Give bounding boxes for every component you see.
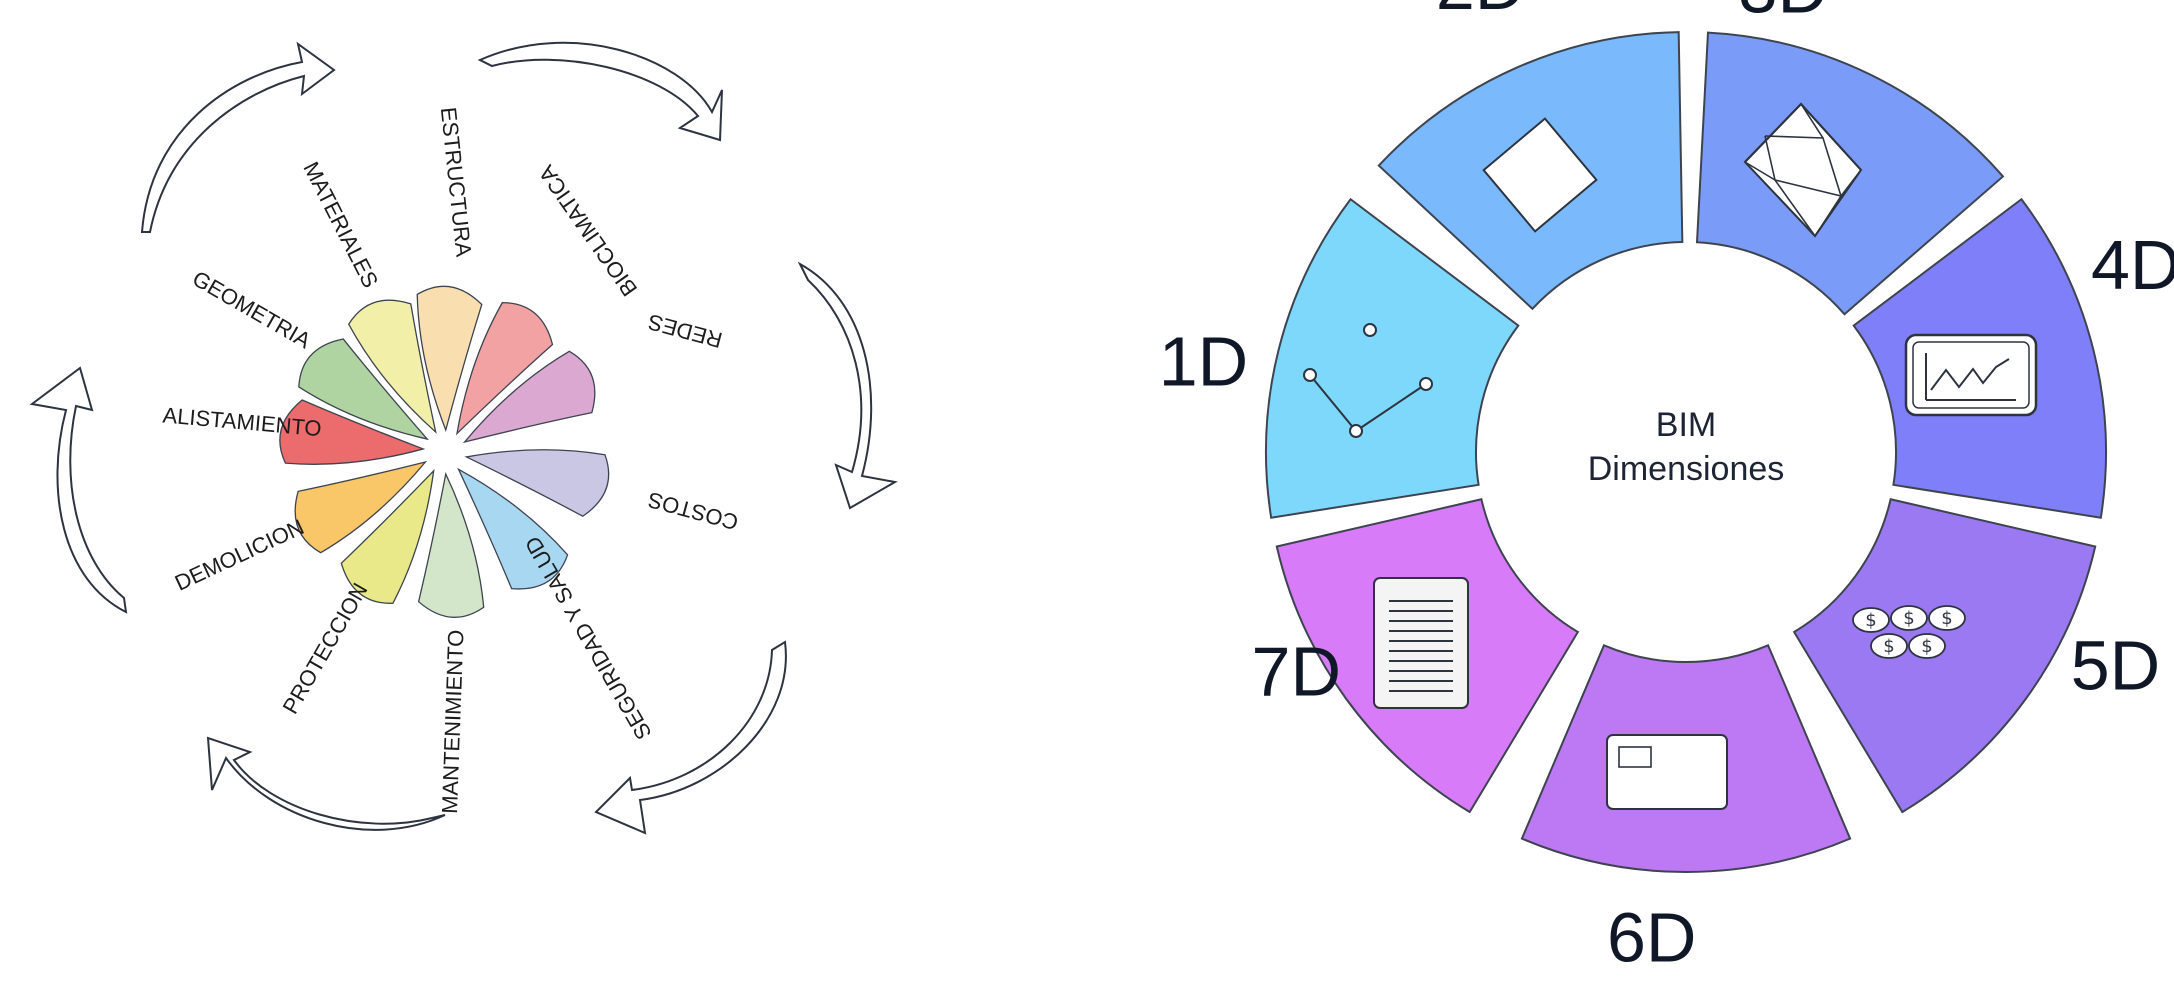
petal-proteccion	[340, 468, 435, 604]
dimension-label-5d: 5D	[2071, 626, 2160, 704]
svg-text:$: $	[1921, 636, 1932, 657]
cycle-arrow-4	[594, 640, 787, 835]
cube-icon	[1743, 102, 1863, 238]
bim-dimensions-wheel: 1D 2D 3D 4D 5D 6D 7D	[1159, 0, 2174, 976]
square-icon	[1482, 117, 1598, 233]
center-label-line2: Dimensiones	[1588, 450, 1785, 488]
coins-icon: $ $ $ $ $	[1852, 605, 1966, 659]
points-lines-icon	[1303, 323, 1433, 438]
segment-5d	[1792, 498, 2097, 814]
petal-bioclimatica	[456, 301, 554, 436]
svg-text:$: $	[1903, 608, 1914, 629]
center-label-line1: BIM	[1656, 406, 1716, 444]
petal-seguridad-y-salud	[457, 467, 569, 590]
petal-label: DEMOLICION	[171, 514, 308, 596]
wheel-labels: 1D 2D 3D 4D 5D 6D 7D	[1159, 0, 2174, 976]
petal-label: ESTRUCTURA	[436, 106, 477, 258]
petal-alistamiento	[279, 399, 426, 465]
cycle-arrow-5	[206, 736, 446, 831]
petal-label: MANTENIMIENTO	[437, 629, 468, 814]
wheel-center: BIM Dimensiones	[1588, 406, 1785, 488]
petals-group	[279, 285, 610, 618]
petal-label: MATERIALES	[298, 158, 383, 292]
petal-costos	[464, 449, 610, 517]
dimension-label-7d: 7D	[1252, 632, 1341, 710]
dimension-label-2d: 2D	[1436, 0, 1525, 24]
cycle-arrow-6	[29, 366, 128, 614]
petal-demolicion	[294, 460, 428, 554]
petal-estructura	[416, 285, 483, 433]
svg-text:$: $	[1865, 610, 1876, 631]
petal-label: COSTOS	[645, 487, 741, 535]
petal-geometria	[298, 338, 429, 441]
cycle-arrows	[29, 41, 898, 835]
petal-label: PROTECCION	[278, 579, 373, 719]
svg-text:$: $	[1941, 608, 1952, 629]
petal-label: BIOCLIMATICA	[533, 160, 642, 300]
card-icon	[1606, 734, 1728, 810]
segment-1d	[1265, 197, 1520, 519]
petal-label: REDES	[645, 309, 725, 353]
line-chart-icon	[1904, 333, 2038, 417]
dimension-label-4d: 4D	[2091, 226, 2174, 304]
cycle-arrow-1	[140, 41, 336, 233]
dimension-label-3d: 3D	[1739, 0, 1828, 28]
petal-redes	[462, 350, 596, 444]
petal-label: GEOMETRIA	[188, 266, 315, 354]
dimension-label-6d: 6D	[1607, 898, 1696, 976]
document-icon	[1373, 577, 1469, 709]
cycle-arrow-3	[797, 261, 898, 510]
svg-text:$: $	[1883, 636, 1894, 657]
dimension-label-1d: 1D	[1159, 322, 1248, 400]
petal-label: SEGURIDAD Y SALUD	[520, 532, 657, 744]
petal-materiales	[347, 299, 437, 434]
petal-mantenimiento	[417, 471, 485, 618]
cycle-arrow-2	[477, 41, 723, 142]
